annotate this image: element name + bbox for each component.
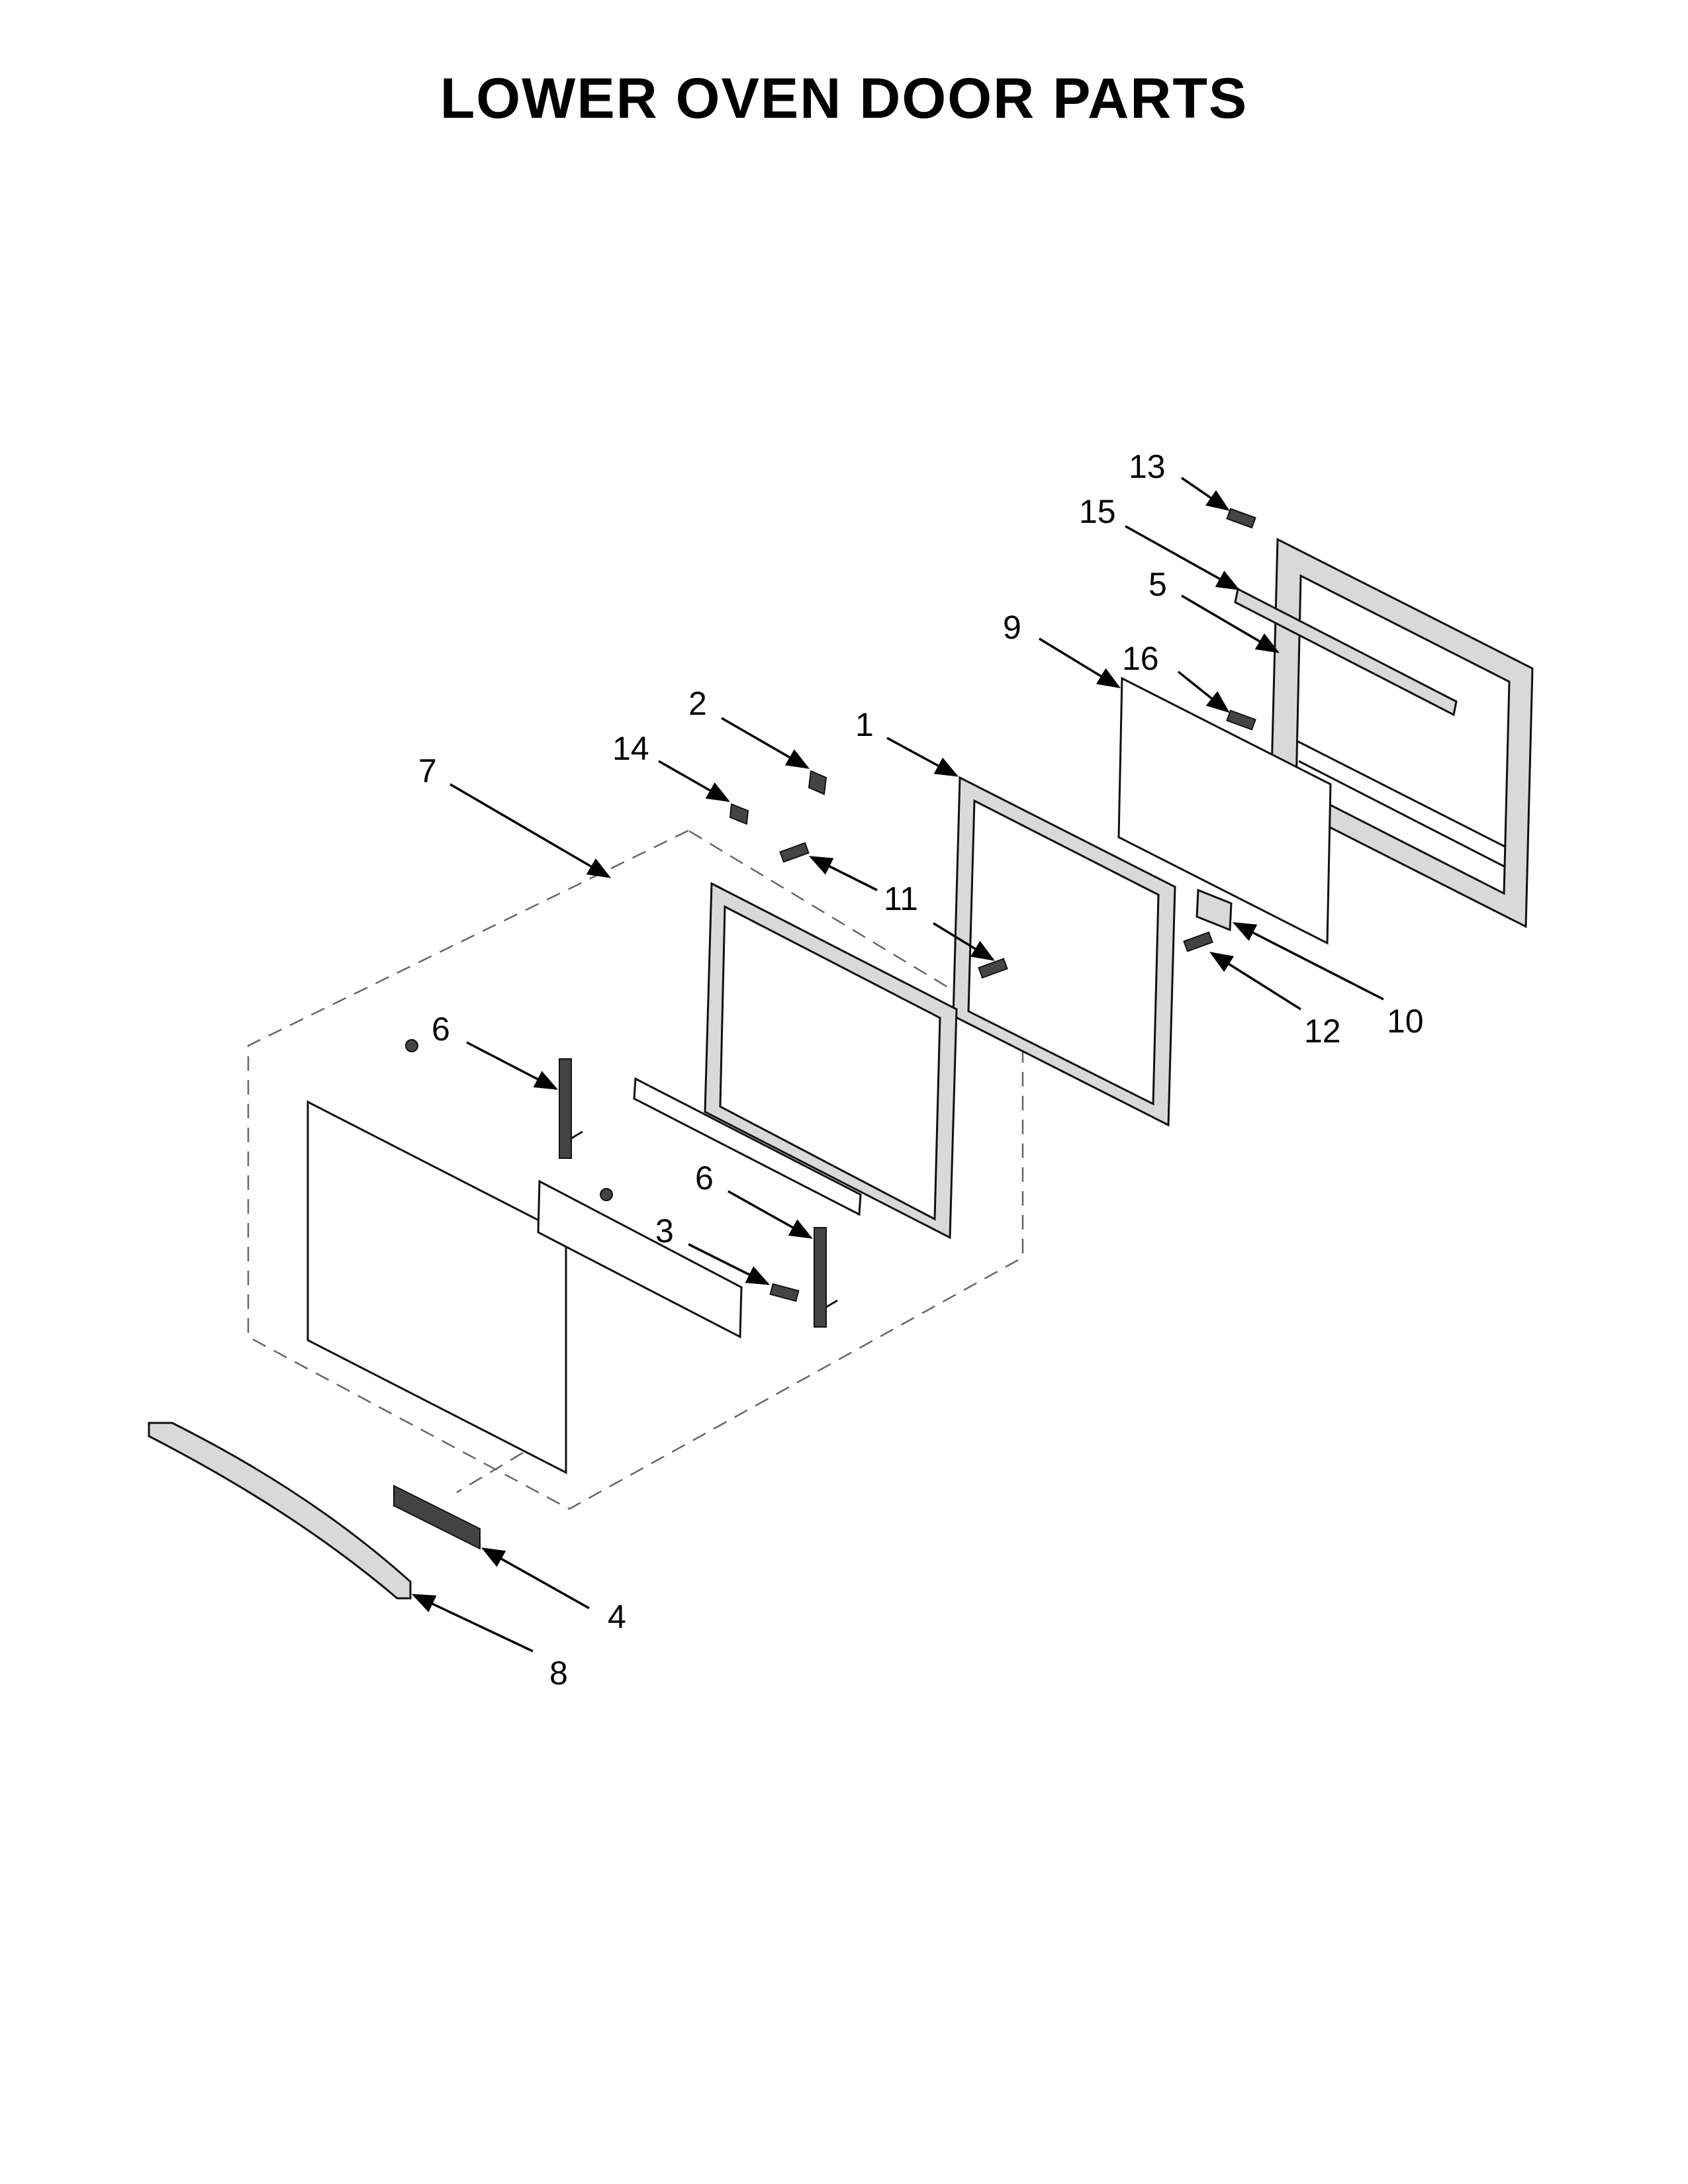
callout-6b: 6 bbox=[695, 1160, 714, 1197]
leader-3 bbox=[688, 1243, 771, 1285]
leader-9 bbox=[1039, 637, 1121, 688]
assembly-dashed-link bbox=[456, 1451, 524, 1494]
leader-14 bbox=[658, 760, 731, 802]
callout-14: 14 bbox=[612, 730, 649, 767]
part-door-glass bbox=[1117, 676, 1332, 945]
leader-2 bbox=[721, 717, 810, 769]
part-clip-2 bbox=[808, 770, 827, 796]
callout-8: 8 bbox=[549, 1655, 568, 1692]
callout-3: 3 bbox=[655, 1212, 674, 1250]
leader-8 bbox=[411, 1594, 534, 1653]
callout-15: 15 bbox=[1079, 493, 1116, 530]
leader-10 bbox=[1232, 922, 1384, 1001]
leader-11b bbox=[933, 922, 995, 961]
part-door-liner-frame bbox=[704, 882, 958, 1240]
callout-2: 2 bbox=[688, 685, 707, 722]
leader-4 bbox=[481, 1547, 590, 1610]
leader-6a bbox=[466, 1041, 559, 1090]
part-glass-strip-upper bbox=[633, 1077, 862, 1216]
leader-16 bbox=[1177, 670, 1230, 713]
callout-5: 5 bbox=[1149, 566, 1167, 603]
part-bracket-10 bbox=[1196, 888, 1233, 932]
part-bumper-left bbox=[405, 1039, 418, 1052]
part-inner-door-frame bbox=[1270, 537, 1534, 929]
callout-7: 7 bbox=[418, 752, 437, 790]
leader-15 bbox=[1125, 525, 1241, 590]
callout-6a: 6 bbox=[432, 1011, 450, 1048]
part-screw-16 bbox=[1226, 709, 1256, 731]
part-screw-12 bbox=[1183, 931, 1213, 952]
callout-9: 9 bbox=[1003, 609, 1021, 646]
part-hinge-left bbox=[559, 1058, 583, 1159]
callout-1: 1 bbox=[855, 706, 874, 743]
leader-5 bbox=[1181, 594, 1280, 653]
part-logo-badge bbox=[393, 1484, 481, 1550]
callout-11: 11 bbox=[884, 880, 918, 917]
part-glass-pack-frame bbox=[952, 776, 1176, 1127]
callout-labels: 13 15 5 9 16 2 1 14 7 11 10 12 6 6 3 4 8 bbox=[418, 448, 1424, 1692]
leader-6b bbox=[727, 1190, 814, 1239]
part-hinge-right bbox=[814, 1227, 838, 1328]
page-title: LOWER OVEN DOOR PARTS bbox=[440, 67, 1248, 130]
callout-13: 13 bbox=[1129, 448, 1166, 485]
leader-lines bbox=[411, 477, 1384, 1653]
part-screw-11b bbox=[978, 958, 1008, 979]
part-bumper-right bbox=[600, 1188, 613, 1201]
callout-4: 4 bbox=[608, 1598, 626, 1635]
leader-1 bbox=[886, 737, 959, 777]
part-screw-11a bbox=[779, 842, 810, 863]
part-screw-3 bbox=[769, 1283, 800, 1302]
part-bracket-bar bbox=[1234, 587, 1458, 717]
leader-12 bbox=[1209, 952, 1301, 1011]
leader-13 bbox=[1181, 477, 1230, 511]
part-clip-14 bbox=[729, 803, 749, 825]
callout-10: 10 bbox=[1387, 1003, 1424, 1040]
part-outer-door-glass bbox=[306, 1100, 567, 1475]
leader-7 bbox=[449, 783, 612, 878]
leader-11a bbox=[808, 856, 878, 891]
callout-12: 12 bbox=[1304, 1013, 1341, 1050]
part-screw-13 bbox=[1226, 508, 1256, 529]
part-door-handle bbox=[148, 1422, 412, 1600]
callout-16: 16 bbox=[1122, 640, 1159, 677]
part-glass-strip-lower bbox=[537, 1179, 743, 1339]
